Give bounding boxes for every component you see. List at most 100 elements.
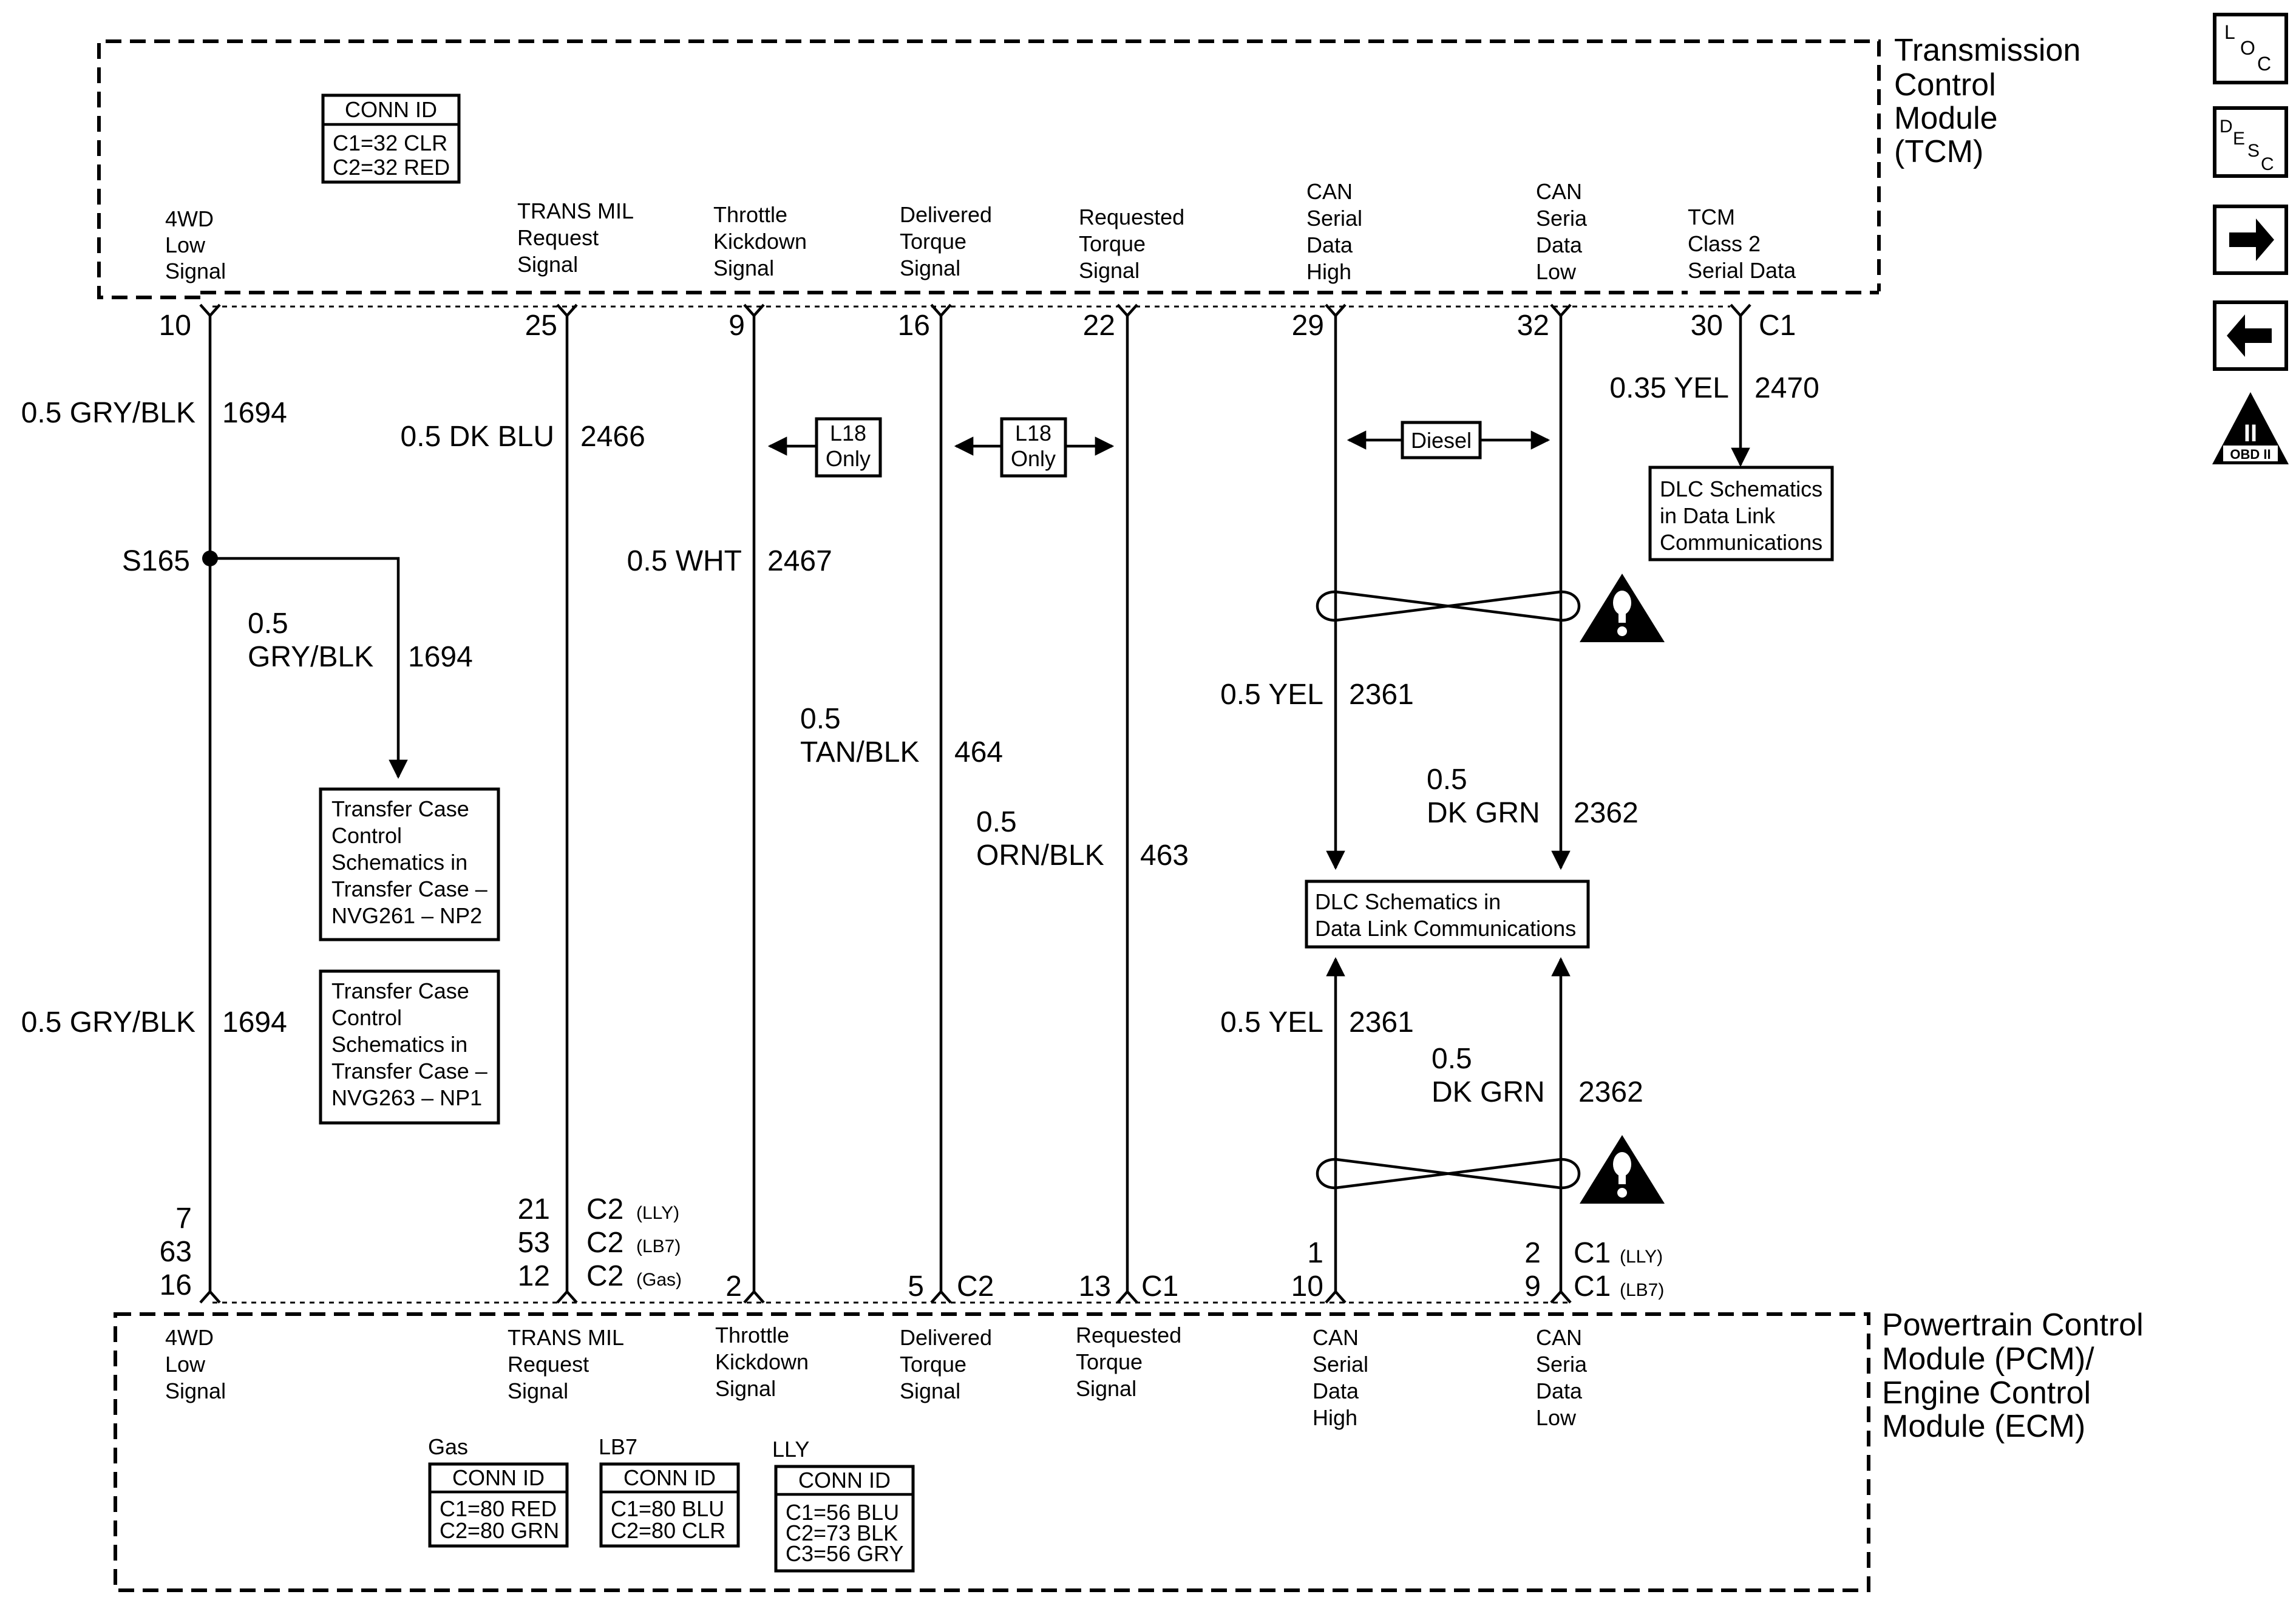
pcm-signal-can-high: CAN Serial Data High [1313, 1325, 1368, 1430]
wire-gauge: TAN/BLK [800, 736, 920, 768]
pcm-conn-id-lly: LLY CONN ID C1=56 BLU C2=73 BLK C3=56 GR… [772, 1437, 915, 1573]
pin-number: 16 [160, 1269, 192, 1301]
obd-ii-button[interactable]: II OBD II [2212, 392, 2289, 464]
signal-label: Torque [900, 1352, 966, 1377]
signal-label: Data [1536, 1378, 1583, 1403]
ref-transfer-case-np2[interactable]: Transfer Case Control Schematics in Tran… [319, 787, 500, 941]
signal-label: Signal [1079, 258, 1140, 283]
ref-text: Schematics in [331, 1032, 467, 1057]
pcm-conn-id-lb7: LB7 CONN ID C1=80 BLU C2=80 CLR [599, 1434, 740, 1548]
wire-circuit: 463 [1140, 839, 1189, 872]
conn-id-line: C2=80 GRN [440, 1518, 559, 1543]
ref-text: DLC Schematics in [1315, 889, 1501, 914]
wire-circuit: 2466 [580, 421, 645, 453]
engine-label: (Gas) [636, 1270, 682, 1290]
signal-label: Low [165, 1352, 206, 1377]
warning-icon[interactable] [1580, 1135, 1665, 1204]
connector-label: C2 [586, 1260, 623, 1292]
signal-label: Low [1536, 259, 1577, 284]
tcm-module: Transmission Control Module (TCM) CONN I… [97, 33, 2080, 342]
ref-dlc-can[interactable]: DLC Schematics in Data Link Communicatio… [1305, 880, 1590, 949]
connector-label: C2 [586, 1193, 623, 1225]
pin-number: 10 [1291, 1270, 1323, 1303]
ref-text: Schematics in [331, 850, 467, 875]
signal-label: Request [517, 225, 599, 250]
pin-number: 21 [518, 1193, 550, 1225]
pin-number: 9 [1524, 1270, 1541, 1303]
wire-circuit: 2362 [1574, 797, 1639, 829]
nav-letter: C [2261, 154, 2274, 174]
pin-number: 2 [1524, 1237, 1541, 1269]
connector-label: C1 [1141, 1270, 1178, 1303]
conn-id-line: C1=56 BLU [786, 1500, 899, 1525]
connector-label: C1 [1574, 1237, 1611, 1269]
pcm-signal-delivered: Delivered Torque Signal [900, 1325, 992, 1403]
signal-label: 4WD [165, 1325, 214, 1350]
wire-gauge: 0.5 DK BLU [401, 421, 554, 453]
signal-label: Signal [715, 1376, 776, 1401]
signal-label: CAN [1306, 179, 1353, 204]
signal-label: Data [1306, 232, 1353, 257]
location-button[interactable]: L O C [2213, 13, 2288, 84]
pcm-title-line: Engine Control [1882, 1375, 2091, 1411]
warning-icon[interactable] [1580, 574, 1665, 642]
next-button[interactable] [2213, 205, 2288, 275]
wire-circuit: 1694 [408, 641, 473, 673]
signal-label: TRANS MIL [517, 198, 634, 223]
signal-label: Signal [713, 256, 774, 280]
conn-id-line: C1=32 CLR [333, 131, 447, 155]
wire-circuit: 464 [954, 736, 1003, 768]
ref-text: Control [331, 823, 402, 848]
conn-id-line: C1=80 BLU [611, 1496, 724, 1521]
pin-number: 5 [908, 1270, 924, 1303]
ref-dlc-tcm[interactable]: DLC Schematics in Data Link Communicatio… [1648, 466, 1834, 561]
description-button[interactable]: D E S C [2213, 106, 2288, 178]
signal-label: Serial [1313, 1352, 1368, 1377]
splice-label: S165 [122, 545, 190, 577]
signal-label: Throttle [715, 1323, 789, 1348]
arrow-left-icon [2227, 314, 2272, 357]
signal-label: Signal [508, 1378, 568, 1403]
pin-number: 13 [1079, 1270, 1111, 1303]
conn-id-header: CONN ID [452, 1465, 545, 1490]
signal-label: Torque [1079, 231, 1146, 256]
signal-label: Data [1536, 232, 1583, 257]
engine-label: (LLY) [1620, 1247, 1663, 1267]
ref-text: NVG263 – NP1 [331, 1085, 482, 1110]
wire-labels: 0.5 GRY/BLK 1694 S165 0.5 GRY/BLK 1694 0… [21, 372, 1819, 1108]
tcm-conn-id: CONN ID C1=32 CLR C2=32 RED [321, 93, 461, 184]
ref-text: DLC Schematics [1660, 476, 1822, 501]
pcm-signal-requested: Requested Torque Signal [1076, 1323, 1181, 1401]
nav-letter: D [2220, 117, 2233, 137]
signal-label: Low [1536, 1405, 1577, 1430]
signal-label: Signal [1076, 1376, 1136, 1401]
pcm-title-line: Module (ECM) [1882, 1409, 2085, 1444]
tag-text: L18 [830, 421, 866, 446]
signal-label: CAN [1536, 179, 1582, 204]
conn-id-header: CONN ID [623, 1465, 716, 1490]
signal-label: Throttle [713, 202, 787, 227]
signal-label: Requested [1079, 205, 1184, 229]
wire-circuit: 2362 [1578, 1076, 1643, 1108]
signal-label: Signal [517, 252, 578, 277]
pin-number: 16 [898, 310, 930, 342]
pcm-signal-throttle: Throttle Kickdown Signal [715, 1323, 809, 1401]
signal-label: 4WD [165, 206, 214, 231]
signal-label: TRANS MIL [508, 1325, 624, 1350]
ref-transfer-case-np1[interactable]: Transfer Case Control Schematics in Tran… [319, 969, 500, 1125]
previous-button[interactable] [2213, 300, 2288, 371]
pin-number: 53 [518, 1227, 550, 1259]
obd-numeral: II [2244, 420, 2257, 447]
signal-label: High [1313, 1405, 1357, 1430]
wire-gauge: DK GRN [1432, 1076, 1545, 1108]
signal-label: Delivered [900, 202, 992, 227]
tag-text: Only [1011, 446, 1056, 471]
wire-circuit: 2467 [767, 545, 832, 577]
ref-text: Control [331, 1005, 402, 1030]
pin-number: 22 [1083, 310, 1115, 342]
pin-number: 25 [525, 310, 557, 342]
signal-label: Data [1313, 1378, 1359, 1403]
signal-label: Torque [1076, 1349, 1143, 1374]
signal-label: Kickdown [713, 229, 807, 254]
